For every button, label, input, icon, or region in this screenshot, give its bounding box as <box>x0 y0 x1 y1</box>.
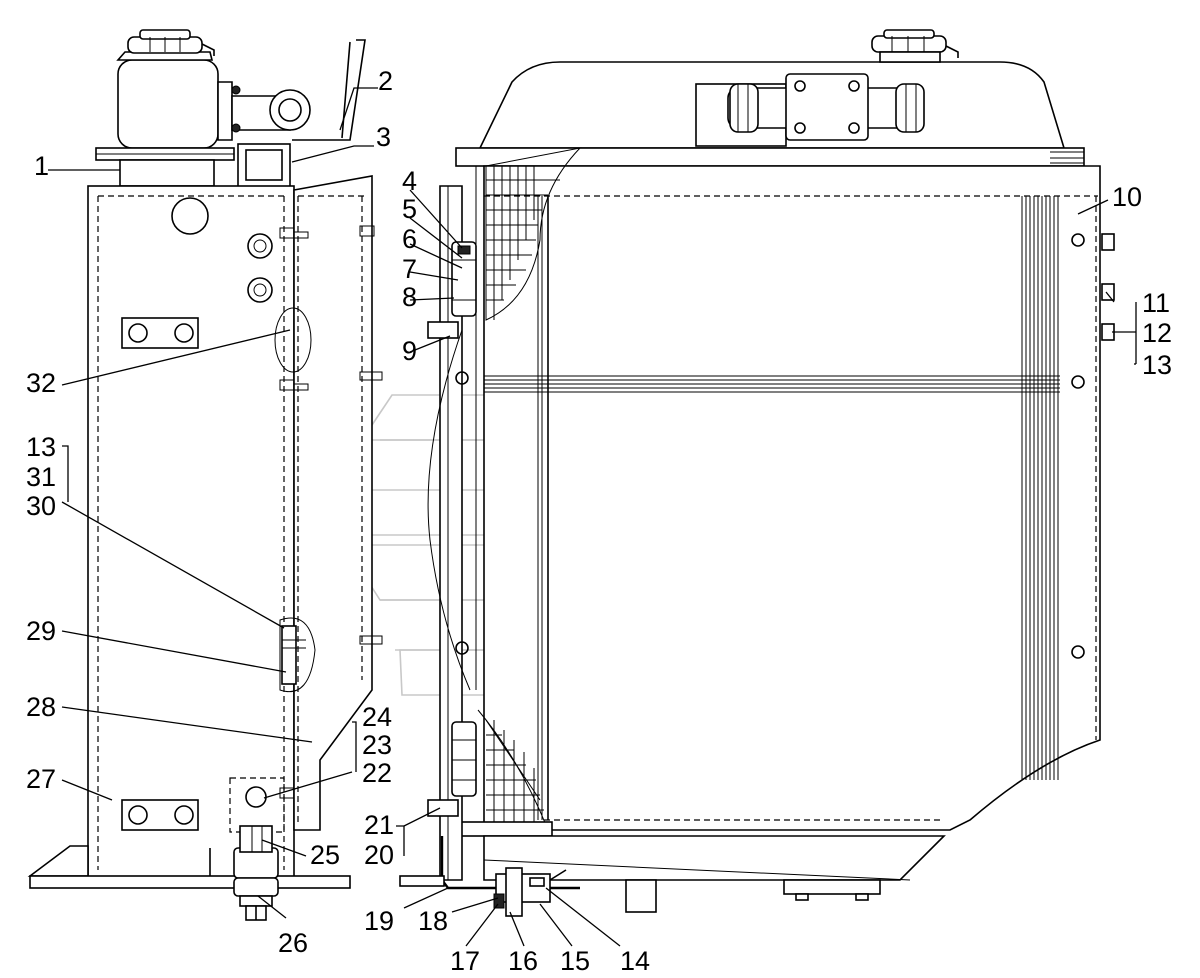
drain-plug <box>171 197 209 235</box>
upper-damper <box>427 241 477 339</box>
radiator-side-body <box>87 185 295 881</box>
callout-9: 9 <box>402 336 417 366</box>
callout-4: 4 <box>402 166 417 196</box>
callout-19: 19 <box>364 906 394 936</box>
leader-lines <box>48 87 1137 947</box>
fan-shroud-side <box>274 175 383 831</box>
lower-mount <box>399 836 580 917</box>
callout-13-left: 13 <box>26 432 56 462</box>
protective-mesh <box>459 147 582 837</box>
callout-32: 32 <box>26 368 56 398</box>
callout-15: 15 <box>560 946 590 976</box>
upper-tank <box>478 29 1066 149</box>
top-flange <box>455 147 1085 167</box>
bolt-head-icon <box>247 277 273 303</box>
filler-cap-icon <box>871 29 959 63</box>
callout-25: 25 <box>310 840 340 870</box>
callout-21: 21 <box>364 810 394 840</box>
lower-damper <box>427 721 477 817</box>
side-view <box>27 29 383 921</box>
expansion-tank <box>95 29 311 187</box>
support-bracket-edge <box>341 41 351 139</box>
callout-16: 16 <box>508 946 538 976</box>
callout-23: 23 <box>362 730 392 760</box>
lower-tank <box>483 835 946 913</box>
callout-3: 3 <box>376 122 391 152</box>
callout-20: 20 <box>364 840 394 870</box>
support-bracket <box>292 39 366 141</box>
callout-17: 17 <box>450 946 480 976</box>
callout-8: 8 <box>402 282 417 312</box>
callout-2: 2 <box>378 66 393 96</box>
callout-31: 31 <box>26 462 56 492</box>
front-view <box>399 29 1115 917</box>
mounting-pad-lower <box>121 799 199 831</box>
callout-10: 10 <box>1112 182 1142 212</box>
callout-6: 6 <box>402 224 417 254</box>
callout-29: 29 <box>26 616 56 646</box>
callout-12: 12 <box>1142 318 1172 348</box>
callout-26: 26 <box>278 928 308 958</box>
callout-22: 22 <box>362 758 392 788</box>
bolt-head-icon <box>247 233 273 259</box>
callout-27: 27 <box>26 764 56 794</box>
mounting-foot-side <box>27 777 351 921</box>
callout-30: 30 <box>26 491 56 521</box>
callout-11: 11 <box>1142 288 1170 318</box>
callout-5: 5 <box>402 194 417 224</box>
callout-7: 7 <box>402 254 417 284</box>
callout-28: 28 <box>26 692 56 722</box>
radiator-core <box>483 165 1115 831</box>
callout-labels: 1 2 3 4 5 6 7 8 9 10 11 12 13 32 13 31 3… <box>26 66 1172 976</box>
callout-24: 24 <box>362 702 392 732</box>
filler-cap-icon <box>127 29 215 56</box>
callout-13-right: 13 <box>1142 350 1172 380</box>
mounting-pad-upper <box>121 317 199 349</box>
callout-1: 1 <box>34 151 49 181</box>
callout-18: 18 <box>418 906 448 936</box>
callout-14: 14 <box>620 946 650 976</box>
